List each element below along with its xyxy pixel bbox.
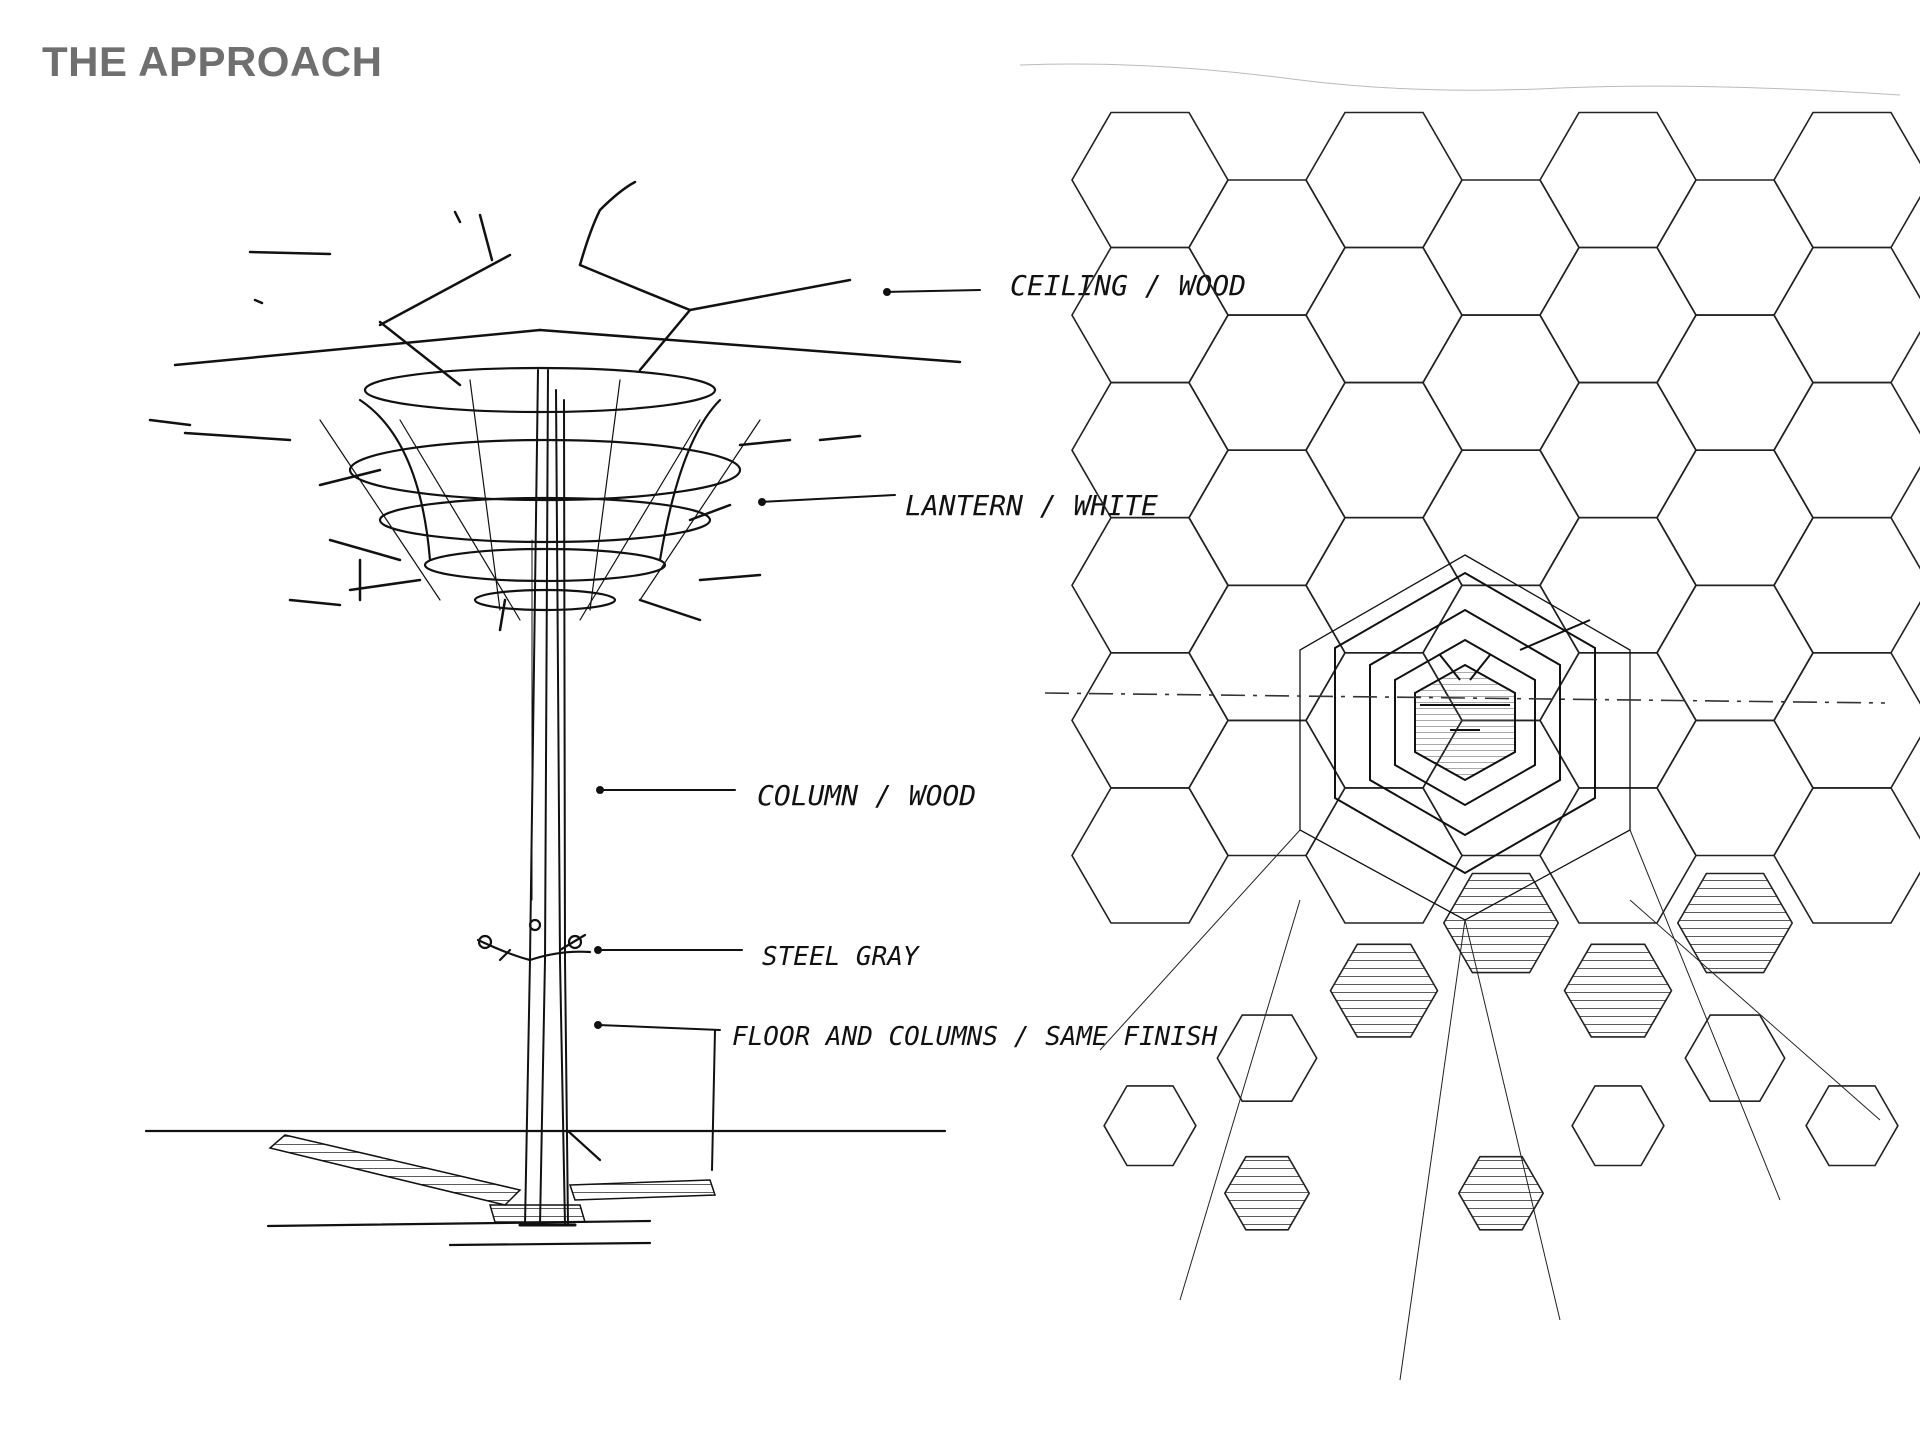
hex-cell — [1571, 1085, 1665, 1167]
hex-cell — [1656, 719, 1814, 857]
hex-cell — [1071, 787, 1229, 924]
hex-cell — [1656, 314, 1814, 452]
annotation-lantern: LANTERN / WHITE — [905, 489, 1158, 522]
web-line — [1629, 829, 1781, 1201]
web-line — [1399, 919, 1466, 1381]
hex-cell — [1071, 246, 1229, 384]
hex-cell — [1305, 246, 1463, 384]
hex-cell — [1188, 719, 1346, 857]
hex-cell-shaded — [1457, 1155, 1545, 1231]
ceiling-branches — [148, 180, 962, 632]
hex-cell — [1188, 314, 1346, 452]
hex-cell-shaded — [1442, 872, 1560, 974]
hex-cell — [1684, 1014, 1786, 1102]
web-line — [1464, 919, 1561, 1321]
web-line — [1099, 829, 1301, 1051]
web-line — [1179, 899, 1301, 1301]
hex-cell-shaded — [1223, 1155, 1311, 1231]
page-title: THE APPROACH — [42, 38, 383, 85]
hex-cell — [1188, 584, 1346, 722]
column-sketch — [144, 180, 981, 1247]
hex-cell — [1539, 381, 1697, 519]
hex-cell-shaded — [1563, 943, 1673, 1038]
hex-cell — [1103, 1085, 1197, 1167]
hex-cell — [1071, 516, 1229, 654]
lantern — [319, 366, 761, 621]
hex-cell — [1773, 651, 1920, 789]
hex-cell — [1422, 314, 1580, 452]
hex-cell — [1071, 651, 1229, 789]
hex-cell — [1805, 1085, 1899, 1167]
hexagon-center-detail — [1299, 554, 1631, 921]
hex-cell — [1188, 449, 1346, 587]
annotation-ceiling: CEILING / WOOD — [1010, 269, 1246, 302]
ground-plane — [144, 1129, 947, 1247]
annotations: CEILING / WOOD LANTERN / WHITE COLUMN / … — [732, 269, 1246, 1052]
paper-edge — [1019, 63, 1901, 96]
hex-cell — [1539, 111, 1697, 249]
annotation-steel: STEEL GRAY — [762, 942, 921, 972]
hex-cell — [1305, 111, 1463, 249]
leader-lines — [594, 288, 981, 1171]
hex-cell — [1773, 246, 1920, 384]
annotation-column: COLUMN / WOOD — [757, 779, 976, 812]
hex-cell — [1422, 179, 1580, 316]
hex-cell — [1539, 246, 1697, 384]
center-axis-line — [1044, 692, 1886, 704]
hex-cell — [1539, 787, 1697, 924]
hex-cell — [1539, 516, 1697, 654]
hex-cell-shaded — [1329, 943, 1439, 1038]
hex-cell — [1071, 111, 1229, 249]
hex-cell — [1773, 787, 1920, 924]
annotation-floor: FLOOR AND COLUMNS / SAME FINISH — [732, 1022, 1218, 1052]
hex-cell — [1305, 787, 1463, 924]
hex-cell — [1216, 1014, 1318, 1102]
hex-cell — [1773, 111, 1920, 249]
hex-cell — [1539, 651, 1697, 789]
hex-cell — [1773, 516, 1920, 654]
hex-cell-shaded — [1676, 872, 1794, 974]
hex-cell — [1656, 179, 1814, 316]
hex-cell — [1305, 381, 1463, 519]
hex-cell — [1773, 381, 1920, 519]
hex-cell — [1656, 449, 1814, 587]
steel-connector — [476, 918, 592, 962]
web-line — [1629, 899, 1881, 1121]
hexagon-ceiling-sketch — [1071, 111, 1920, 1381]
